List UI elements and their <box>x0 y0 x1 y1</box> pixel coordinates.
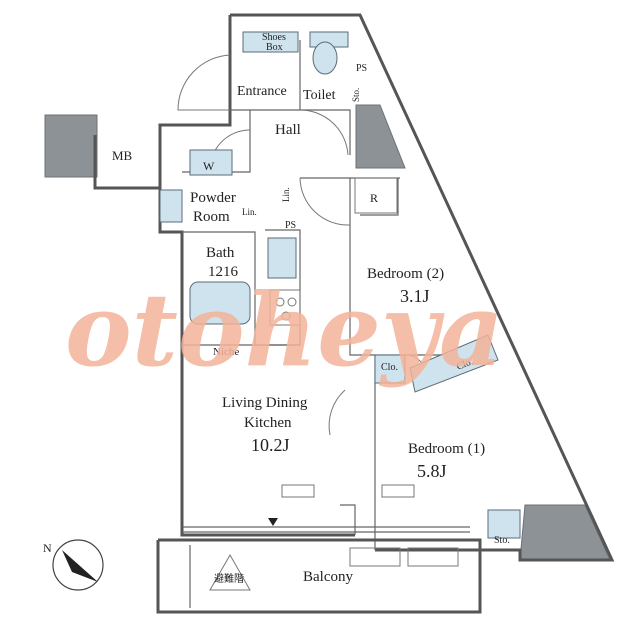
label-entrance: Entrance <box>237 84 287 99</box>
shoes-box <box>242 31 299 53</box>
label-bath-2: 1216 <box>208 264 239 280</box>
label-refrigerator: R <box>370 191 378 205</box>
label-hall: Hall <box>275 122 301 138</box>
label-mb: MB <box>112 148 133 163</box>
entry-marker <box>268 518 278 526</box>
label-ldk-2: Kitchen <box>244 415 292 431</box>
compass-icon: N <box>43 539 104 591</box>
ldk-door <box>328 389 346 436</box>
label-clo-left: Clo. <box>381 362 398 373</box>
emergency-hatch <box>209 553 251 591</box>
balcony-unit-1 <box>349 547 401 567</box>
label-box: Box <box>266 42 283 53</box>
room-labels: Entrance Toilet Hall MB Powder Room Bath… <box>112 84 485 585</box>
label-sto-toilet: Sto. <box>351 88 361 102</box>
compass-north-label: N <box>43 541 52 555</box>
label-bedroom2: Bedroom (2) <box>367 266 444 282</box>
closet-left <box>374 354 406 384</box>
walls <box>93 13 615 614</box>
bathtub <box>189 281 251 325</box>
balcony-unit-2 <box>407 547 459 567</box>
mb-column <box>44 114 98 178</box>
entrance-door <box>177 54 231 111</box>
label-ldk-1: Living Dining <box>222 395 308 411</box>
ldk-vent <box>281 484 315 498</box>
column-upper-right <box>355 104 406 169</box>
bedroom2-door <box>299 177 351 226</box>
label-washer: W <box>203 159 215 173</box>
closet-right <box>409 334 499 393</box>
label-ps-top: PS <box>356 63 367 74</box>
watermark: otoheya <box>65 271 504 389</box>
label-bedroom2-size: 3.1J <box>400 286 430 306</box>
label-balcony: Balcony <box>303 569 353 585</box>
label-bath-1: Bath <box>206 245 235 261</box>
toilet-door <box>299 109 349 156</box>
label-bedroom1: Bedroom (1) <box>408 441 485 457</box>
toilet-bowl <box>312 41 338 75</box>
label-emergency-exit: 避難階 <box>214 572 244 585</box>
label-lin-bottom: Lin. <box>242 207 257 217</box>
storage-bedroom <box>487 509 521 539</box>
washer <box>189 149 233 176</box>
label-powder-1: Powder <box>190 190 236 206</box>
label-ldk-size: 10.2J <box>251 435 290 455</box>
label-toilet: Toilet <box>303 88 336 103</box>
label-niche: Niche <box>213 346 239 358</box>
kitchen-sink <box>267 237 297 279</box>
bedroom1-vent <box>381 484 415 498</box>
label-sto-bedroom: Sto. <box>494 535 510 546</box>
powder-sink <box>159 189 183 223</box>
stove <box>269 289 301 326</box>
structural-columns <box>44 104 611 561</box>
label-powder-2: Room <box>193 209 230 225</box>
label-shoes: Shoes <box>262 32 286 43</box>
column-lower-right <box>519 504 611 561</box>
fixtures <box>159 31 521 591</box>
label-ps-mid: PS <box>285 220 296 231</box>
refrigerator-space <box>354 177 398 214</box>
label-lin-top: Lin. <box>281 187 291 202</box>
label-bedroom1-size: 5.8J <box>417 461 447 481</box>
fixture-labels: Shoes Box PS Sto. W Lin. Lin. PS R Clo. … <box>203 32 510 585</box>
